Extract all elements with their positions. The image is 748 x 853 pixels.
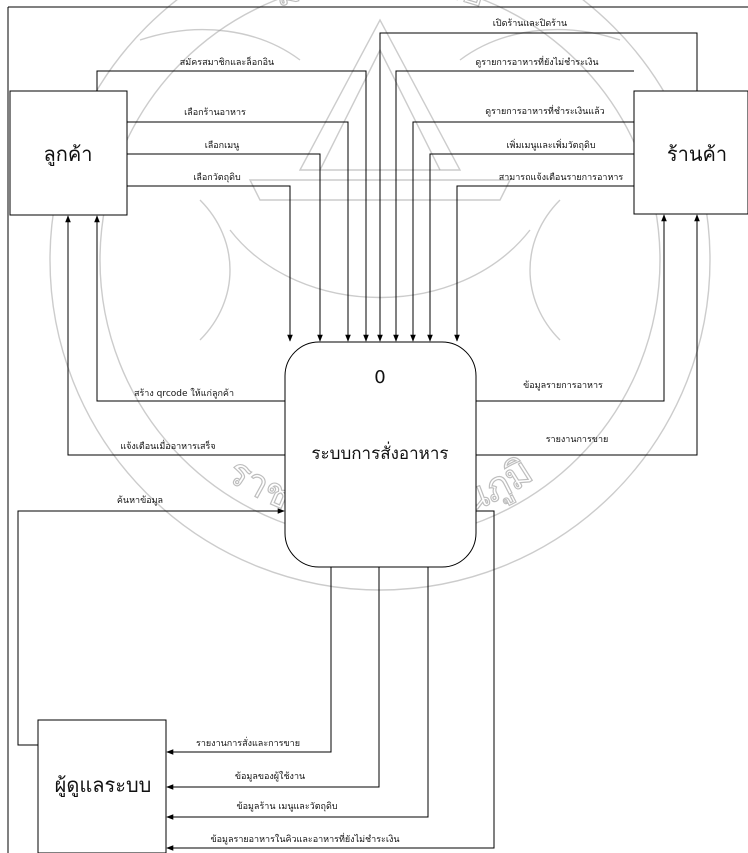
entity-store-label: ร้านค้า [667, 142, 727, 166]
svg-text:สร้าง qrcode ให้แก่ลูกค้า: สร้าง qrcode ให้แก่ลูกค้า [134, 388, 234, 399]
flow-view-paid: ดูรายการอาหารที่ชำระเงินแล้ว [410, 104, 634, 342]
entity-admin-label: ผู้ดูแลระบบ [55, 773, 152, 798]
flow-user-data: ข้อมูลของผู้ใช้งาน [166, 567, 380, 790]
svg-text:ดูรายการอาหารที่ยังไม่ชำระเงิน: ดูรายการอาหารที่ยังไม่ชำระเงิน [475, 55, 598, 68]
svg-text:ข้อมูลรายการอาหาร: ข้อมูลรายการอาหาร [523, 380, 603, 391]
flow-search-data: ค้นหาข้อมูล [17, 495, 285, 746]
flow-create-qrcode: สร้าง qrcode ให้แก่ลูกค้า [94, 215, 285, 402]
svg-text:เพิ่มเมนูและเพิ่มวัตถุดิบ: เพิ่มเมนูและเพิ่มวัตถุดิบ [506, 138, 595, 151]
process-order-system: 0 ระบบการสั่งอาหาร [284, 341, 477, 568]
svg-text:เปิดร้านและปิดร้าน: เปิดร้านและปิดร้าน [493, 18, 567, 29]
flow-report-orders-sales: รายงานการสั่งและการขาย [166, 567, 332, 755]
svg-text:สามารถแจ้งเตือนรายการอาหาร: สามารถแจ้งเตือนรายการอาหาร [499, 172, 624, 183]
flow-add-menu-ingredient: เพิ่มเมนูและเพิ่มวัตถุดิบ [427, 138, 634, 342]
svg-text:แจ้งเตือนเมื่ออาหารเสร็จ: แจ้งเตือนเมื่ออาหารเสร็จ [120, 439, 215, 452]
flow-queue-unpaid-data: ข้อมูลรายอาหารในคิวและอาหารที่ยังไม่ชำระ… [166, 510, 495, 851]
entity-store: ร้านค้า [633, 90, 748, 215]
svg-text:เลือกวัตถุดิบ: เลือกวัตถุดิบ [193, 172, 241, 183]
svg-text:ข้อมูลรายอาหารในคิวและอาหารที่: ข้อมูลรายอาหารในคิวและอาหารที่ยังไม่ชำระ… [210, 832, 399, 845]
svg-text:สมัครสมาชิกและล็อกอิน: สมัครสมาชิกและล็อกอิน [180, 55, 274, 68]
flow-order-info: ข้อมูลรายการอาหาร [476, 214, 667, 402]
flow-select-ingredient: เลือกวัตถุดิบ [127, 172, 293, 342]
entity-customer-label: ลูกค้า [44, 142, 93, 167]
flow-open-close-store: เปิดร้านและปิดร้าน [377, 18, 698, 342]
svg-text:เลือกร้านอาหาร: เลือกร้านอาหาร [184, 107, 246, 118]
svg-text:เลือกเมนู: เลือกเมนู [205, 140, 240, 151]
flow-view-unpaid: ดูรายการอาหารที่ยังไม่ชำระเงิน [393, 55, 634, 342]
svg-text:รายงานการสั่งและการขาย: รายงานการสั่งและการขาย [196, 736, 300, 749]
flow-notify-done: แจ้งเตือนเมื่ออาหารเสร็จ [65, 215, 285, 456]
svg-text:ข้อมูลของผู้ใช้งาน: ข้อมูลของผู้ใช้งาน [235, 771, 305, 782]
flow-select-menu: เลือกเมนู [127, 140, 323, 342]
process-id: 0 [374, 367, 385, 388]
flow-select-store: เลือกร้านอาหาร [127, 107, 351, 342]
entity-admin: ผู้ดูแลระบบ [37, 719, 167, 853]
svg-text:รายงานการขาย: รายงานการขาย [546, 435, 609, 445]
flow-register-login: สมัครสมาชิกและล็อกอิน [96, 55, 369, 342]
svg-text:ข้อมูลร้าน เมนูและวัตถุดิบ: ข้อมูลร้าน เมนูและวัตถุดิบ [236, 801, 337, 812]
flow-notify-order-list: สามารถแจ้งเตือนรายการอาหาร [454, 172, 634, 342]
svg-text:ค้นหาข้อมูล: ค้นหาข้อมูล [117, 495, 163, 506]
entity-customer: ลูกค้า [9, 90, 128, 216]
svg-text:ดูรายการอาหารที่ชำระเงินแล้ว: ดูรายการอาหารที่ชำระเงินแล้ว [485, 104, 604, 117]
flow-store-menu-ingredient-data: ข้อมูลร้าน เมนูและวัตถุดิบ [166, 567, 429, 820]
process-name: ระบบการสั่งอาหาร [311, 441, 448, 464]
flow-sales-report-store: รายงานการขาย [476, 214, 700, 456]
